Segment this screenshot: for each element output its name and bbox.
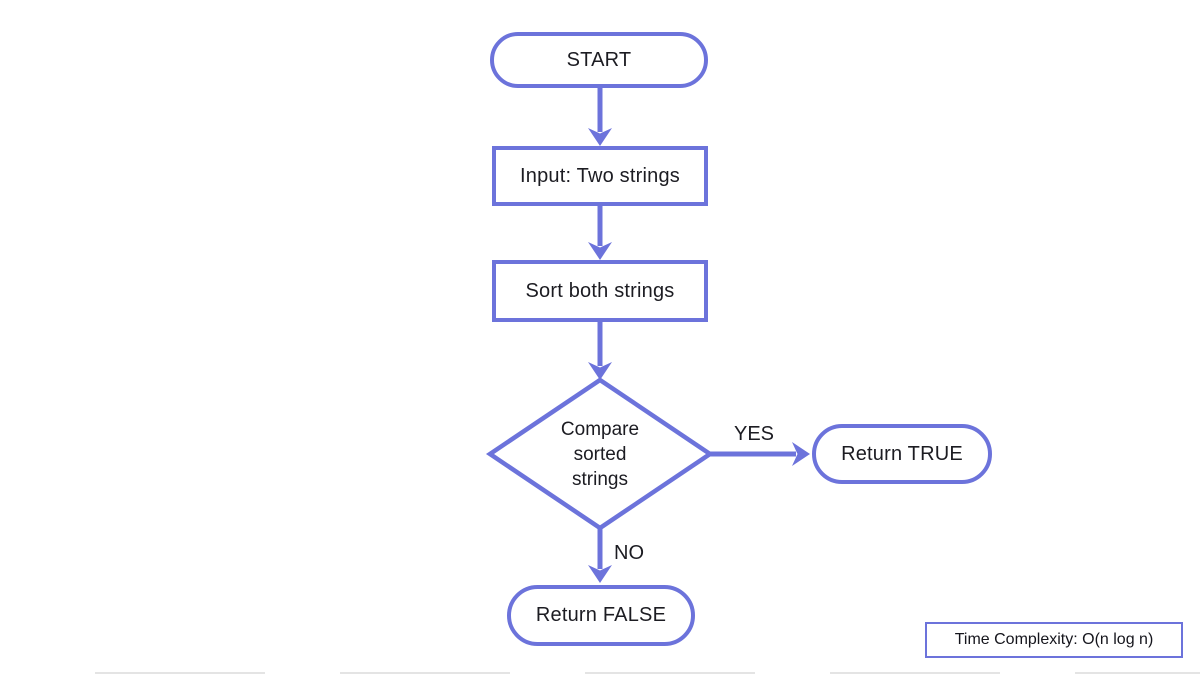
node-start-label: START	[566, 48, 632, 71]
edge-start-input	[588, 88, 612, 146]
bottom-edge-artifact	[95, 672, 1200, 674]
edge-label-yes: YES	[733, 422, 775, 445]
edge-input-sort	[588, 206, 612, 260]
node-return-true-label: Return TRUE	[841, 442, 963, 465]
edge-compare-return-false	[588, 528, 612, 583]
node-input-label: Input: Two strings	[520, 164, 680, 187]
node-input: Input: Two strings	[492, 146, 708, 206]
time-complexity-label: Time Complexity: O(n log n)	[954, 631, 1154, 648]
node-sort: Sort both strings	[492, 260, 708, 322]
node-start: START	[490, 32, 708, 88]
node-return-false: Return FALSE	[507, 585, 695, 646]
node-return-true: Return TRUE	[812, 424, 992, 484]
edge-sort-compare	[588, 322, 612, 380]
node-compare-label: Compare sorted strings	[560, 418, 640, 490]
node-return-false-label: Return FALSE	[535, 604, 667, 626]
edge-label-no: NO	[614, 541, 644, 564]
edge-compare-return-true	[710, 442, 810, 466]
node-sort-label: Sort both strings	[525, 279, 675, 302]
time-complexity-note: Time Complexity: O(n log n)	[925, 622, 1183, 658]
